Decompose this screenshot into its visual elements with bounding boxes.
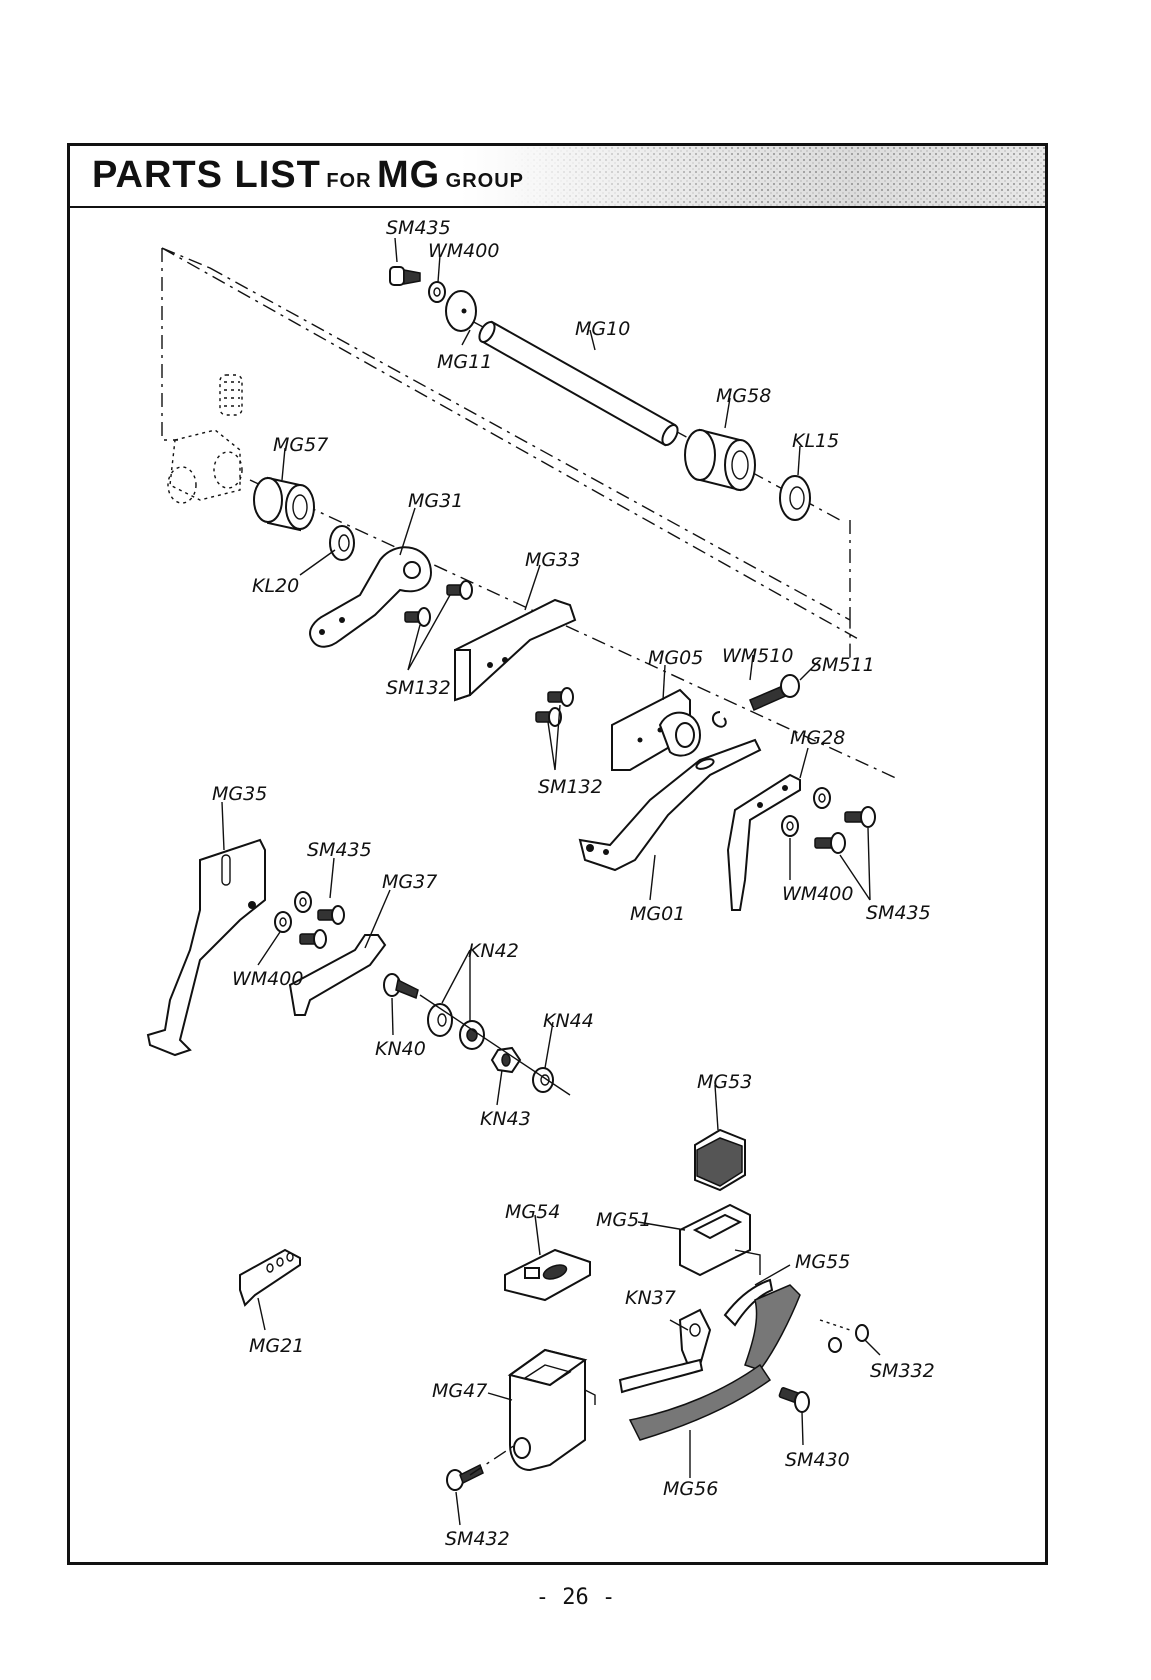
label-mg58: MG58: [716, 385, 771, 407]
label-mg51: MG51: [596, 1209, 651, 1231]
label-mg01: MG01: [630, 903, 685, 925]
screw-sm132-a: [447, 581, 472, 599]
label-mg54: MG54: [505, 1201, 560, 1223]
label-sm430: SM430: [785, 1449, 850, 1471]
label-kn40: KN40: [375, 1038, 426, 1060]
washer-wm400-top: [429, 282, 445, 302]
washer-wm510: [713, 712, 726, 727]
ghost-screw-left: [168, 375, 242, 503]
screw-sm432: [447, 1465, 483, 1490]
clip-kn37: [620, 1310, 710, 1392]
label-mg56: MG56: [663, 1478, 718, 1500]
label-mg21: MG21: [249, 1335, 304, 1357]
sm432-axis-line: [470, 1445, 515, 1475]
label-mg10: MG10: [575, 318, 630, 340]
screw-sm511: [750, 675, 799, 710]
label-sm132-right: SM132: [538, 776, 603, 798]
label-kl20: KL20: [252, 575, 299, 597]
label-mg57: MG57: [273, 434, 328, 456]
lever-mg37: [290, 935, 385, 1015]
label-kn44: KN44: [543, 1010, 594, 1032]
label-sm435-right: SM435: [866, 902, 931, 924]
screw-sm332-b: [829, 1338, 841, 1352]
screw-sm435-mid-b: [300, 930, 326, 948]
label-mg53: MG53: [697, 1071, 752, 1093]
label-wm400-right: WM400: [782, 883, 853, 905]
holder-mg51: [680, 1205, 760, 1275]
label-sm332: SM332: [870, 1360, 935, 1382]
page-number: - 26 -: [0, 1585, 1151, 1610]
lever-mg35: [148, 840, 265, 1055]
block-mg53: [695, 1130, 745, 1190]
label-sm132-left: SM132: [386, 677, 451, 699]
bracket-mg05: [612, 690, 700, 770]
washer-wm400-left: [275, 912, 291, 932]
label-kl15: KL15: [792, 430, 839, 452]
screw-sm430: [779, 1387, 809, 1412]
label-mg37: MG37: [382, 871, 437, 893]
housing-mg47: [510, 1350, 595, 1470]
washer-wm400-right-a: [814, 788, 830, 808]
label-sm432: SM432: [445, 1528, 510, 1550]
label-mg11: MG11: [437, 351, 492, 373]
label-sm511: SM511: [810, 654, 875, 676]
screw-sm435-right-a: [845, 807, 875, 827]
label-wm400-left: WM400: [232, 968, 303, 990]
washer-wm400-right-b: [782, 816, 798, 836]
label-sm435-top: SM435: [386, 217, 451, 239]
washer-kl15: [780, 476, 810, 520]
label-mg05: MG05: [648, 647, 703, 669]
bracket-mg33: [455, 600, 575, 700]
clip-mg21: [240, 1250, 300, 1305]
plate-mg54: [505, 1250, 590, 1300]
screw-sm132-b: [405, 608, 430, 626]
washer-sm435-mid: [295, 892, 311, 912]
label-sm435-mid: SM435: [307, 839, 372, 861]
label-mg55: MG55: [795, 1251, 850, 1273]
bushing-mg57: [254, 478, 314, 530]
washer-kl20: [330, 526, 354, 560]
label-mg31: MG31: [408, 490, 463, 512]
label-mg35: MG35: [212, 783, 267, 805]
screw-sm132-c: [548, 688, 573, 706]
screw-sm435-top: [390, 267, 420, 285]
label-mg47: MG47: [432, 1380, 487, 1402]
label-wm400-top: WM400: [428, 240, 499, 262]
screw-sm435-mid-a: [318, 906, 344, 924]
screw-sm332-a: [820, 1320, 868, 1341]
lever-mg31: [310, 547, 431, 647]
label-kn43: KN43: [480, 1108, 531, 1130]
bushing-mg58: [685, 430, 755, 490]
label-mg28: MG28: [790, 727, 845, 749]
label-wm510: WM510: [722, 645, 793, 667]
screw-sm435-right-b: [815, 833, 845, 853]
assembly-outline: [162, 248, 860, 660]
label-mg33: MG33: [525, 549, 580, 571]
screw-kn40: [384, 974, 418, 998]
label-kn42: KN42: [468, 940, 519, 962]
washer-mg11: [446, 291, 476, 331]
label-kn37: KN37: [625, 1287, 676, 1309]
